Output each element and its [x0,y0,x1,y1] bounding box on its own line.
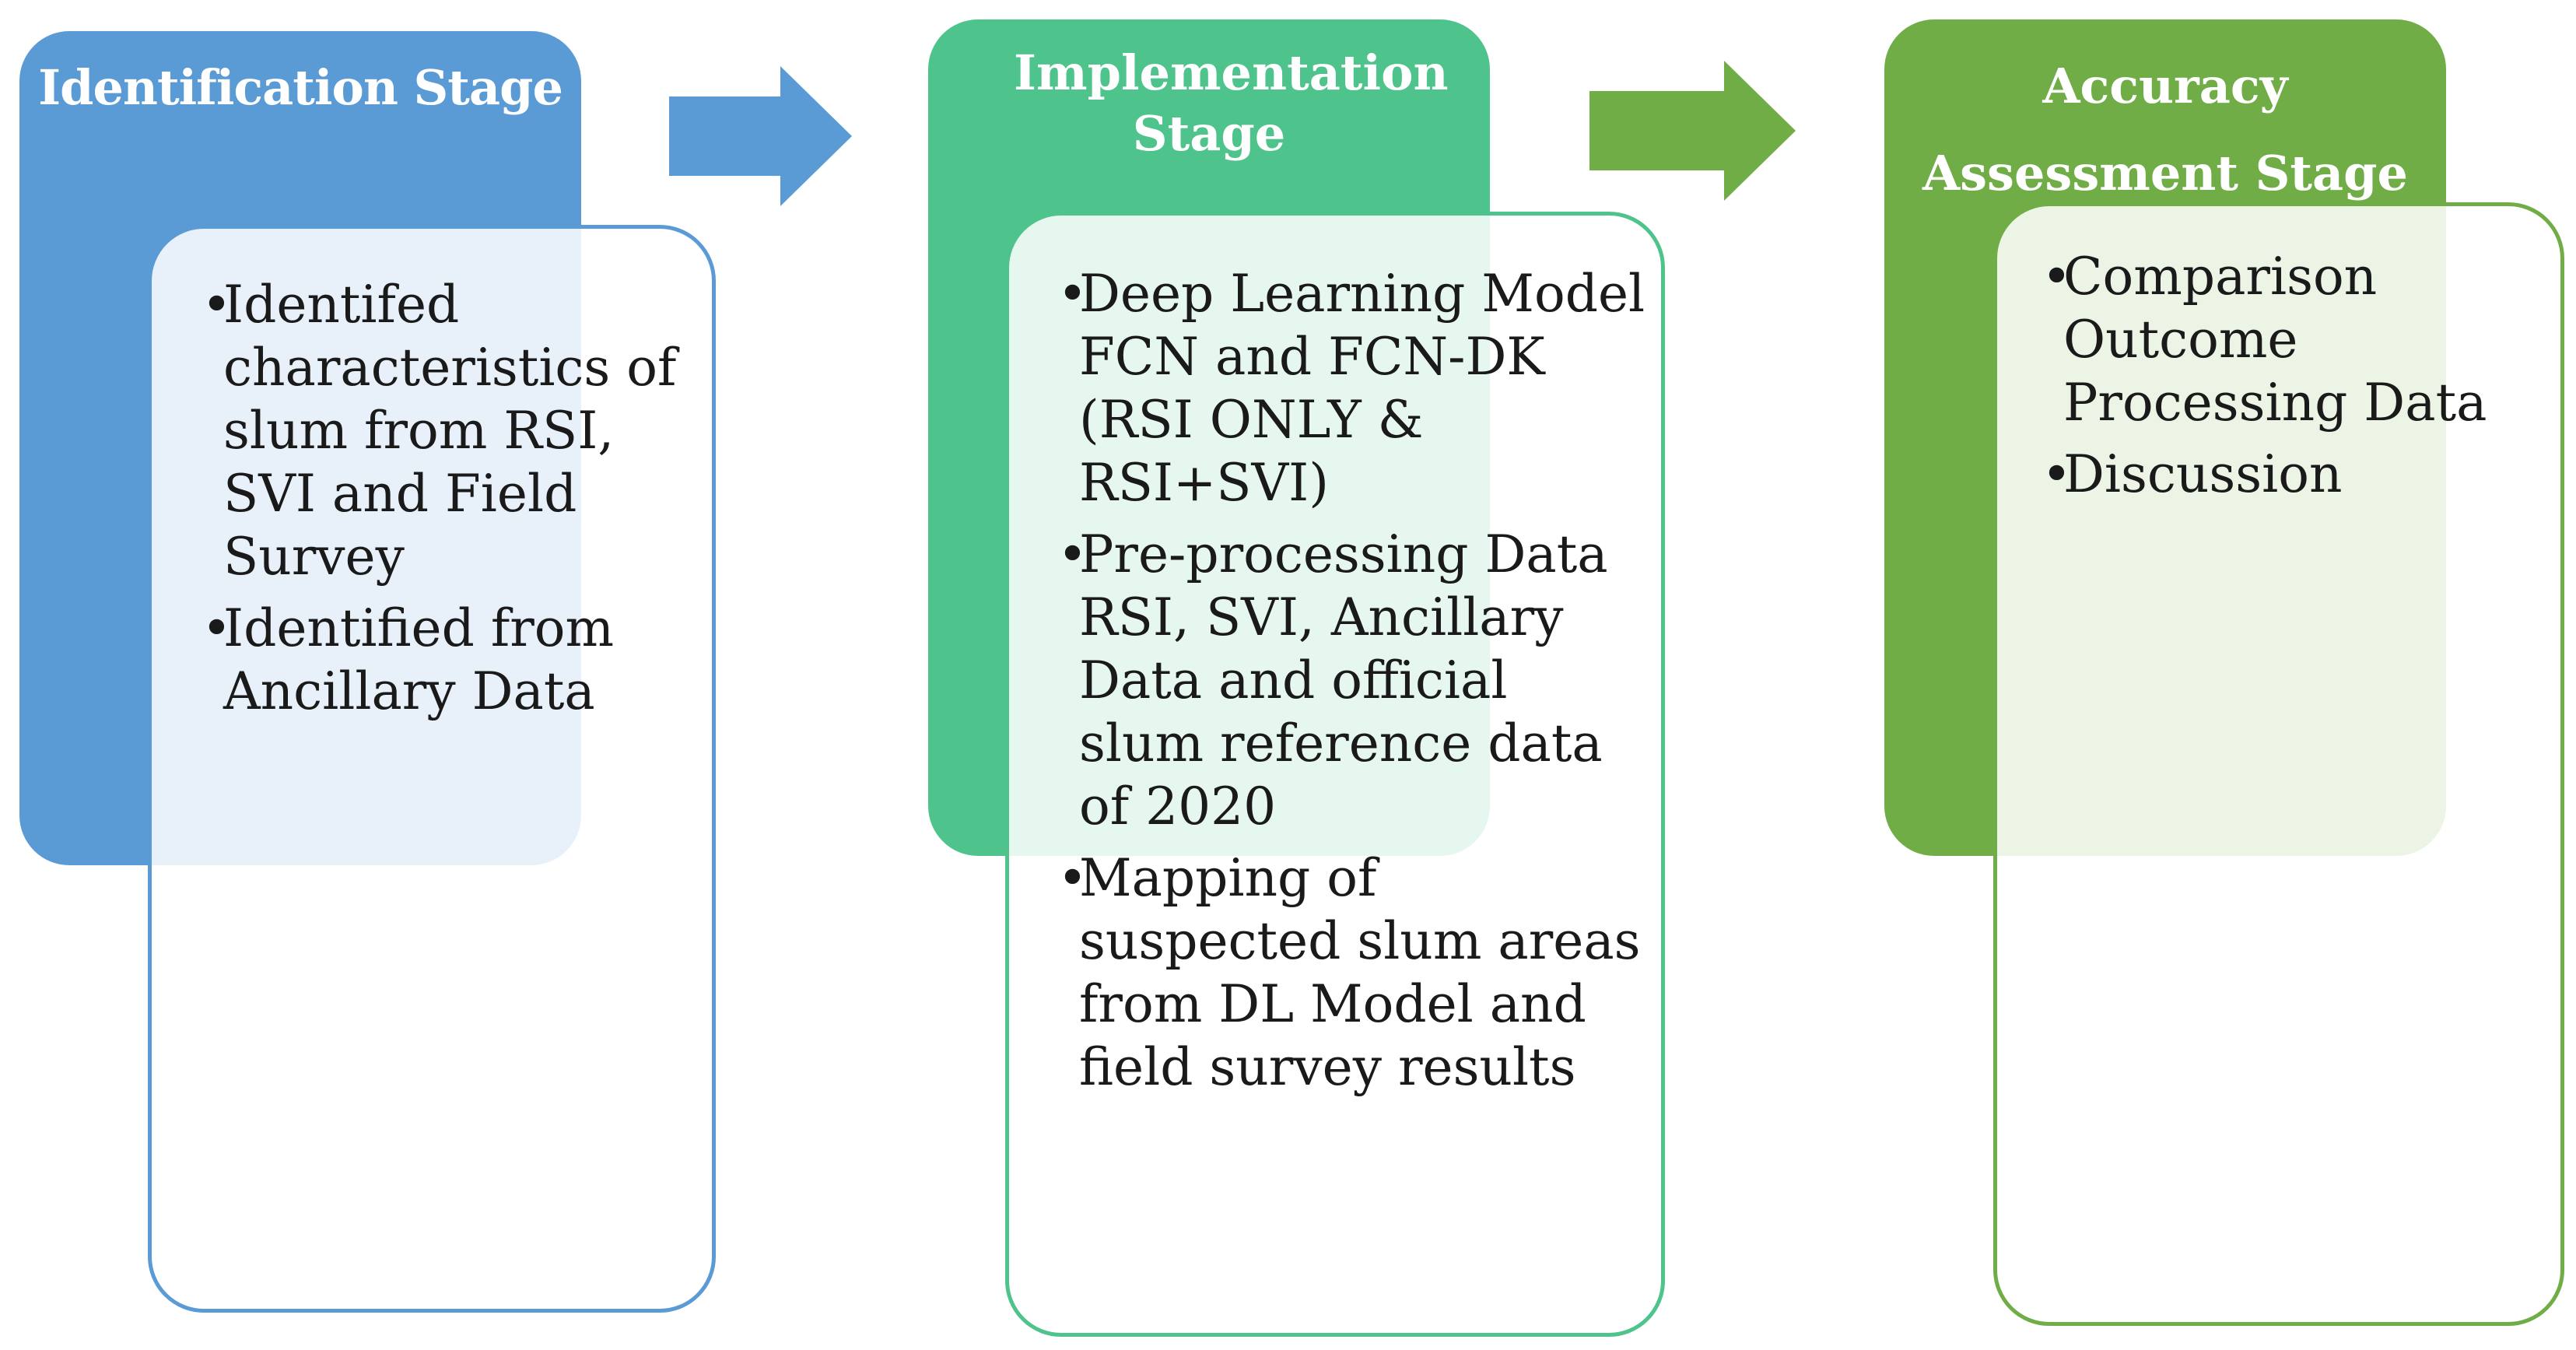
implementation-title: Implementation Stage [1014,44,1449,162]
implementation-item-1: Deep Learning Model FCN and FCN-DK (RSI … [1079,264,1645,513]
identification-bullets: • Identifed characteristics of slum from… [202,273,690,731]
list-item: • Deep Learning Model FCN and FCN-DK (RS… [1057,262,1647,514]
identification-title: Identification Stage [38,59,563,116]
bullet-icon: • [202,275,232,335]
list-item: • Discussion [2042,443,2546,506]
arrow-2-shape [1589,61,1796,201]
implementation-item-2: Pre-processing Data RSI, SVI, Ancillary … [1079,524,1608,836]
list-item: • Mapping of suspected slum areas from D… [1057,847,1647,1099]
implementation-content: • Deep Learning Model FCN and FCN-DK (RS… [1005,212,1665,1337]
implementation-item-3: Mapping of suspected slum areas from DL … [1079,848,1641,1097]
identification-item-2: Identified from Ancillary Data [223,598,615,721]
bullet-icon: • [202,598,232,658]
bullet-icon: • [1057,264,1088,324]
implementation-bullets: • Deep Learning Model FCN and FCN-DK (RS… [1057,262,1647,1107]
accuracy-content: • Comparison Outcome Processing Data • D… [1993,202,2564,1326]
list-item: • Comparison Outcome Processing Data [2042,245,2546,434]
list-item: • Identified from Ancillary Data [202,597,690,723]
bullet-icon: • [1057,848,1088,908]
arrow-1-shape [669,66,852,206]
accuracy-title: Accuracy Assessment Stage [1922,58,2408,202]
arrow-right-icon [669,66,852,206]
accuracy-item-2: Discussion [2063,444,2343,504]
identification-item-1: Identifed characteristics of slum from R… [223,275,677,587]
list-item: • Pre-processing Data RSI, SVI, Ancillar… [1057,523,1647,838]
bullet-icon: • [2042,247,2072,307]
arrow-right-icon [1589,61,1796,201]
accuracy-bullets: • Comparison Outcome Processing Data • D… [2042,245,2546,514]
accuracy-item-1: Comparison Outcome Processing Data [2063,247,2487,433]
bullet-icon: • [2042,444,2072,504]
identification-content: • Identifed characteristics of slum from… [148,225,716,1313]
list-item: • Identifed characteristics of slum from… [202,273,690,588]
bullet-icon: • [1057,524,1088,584]
